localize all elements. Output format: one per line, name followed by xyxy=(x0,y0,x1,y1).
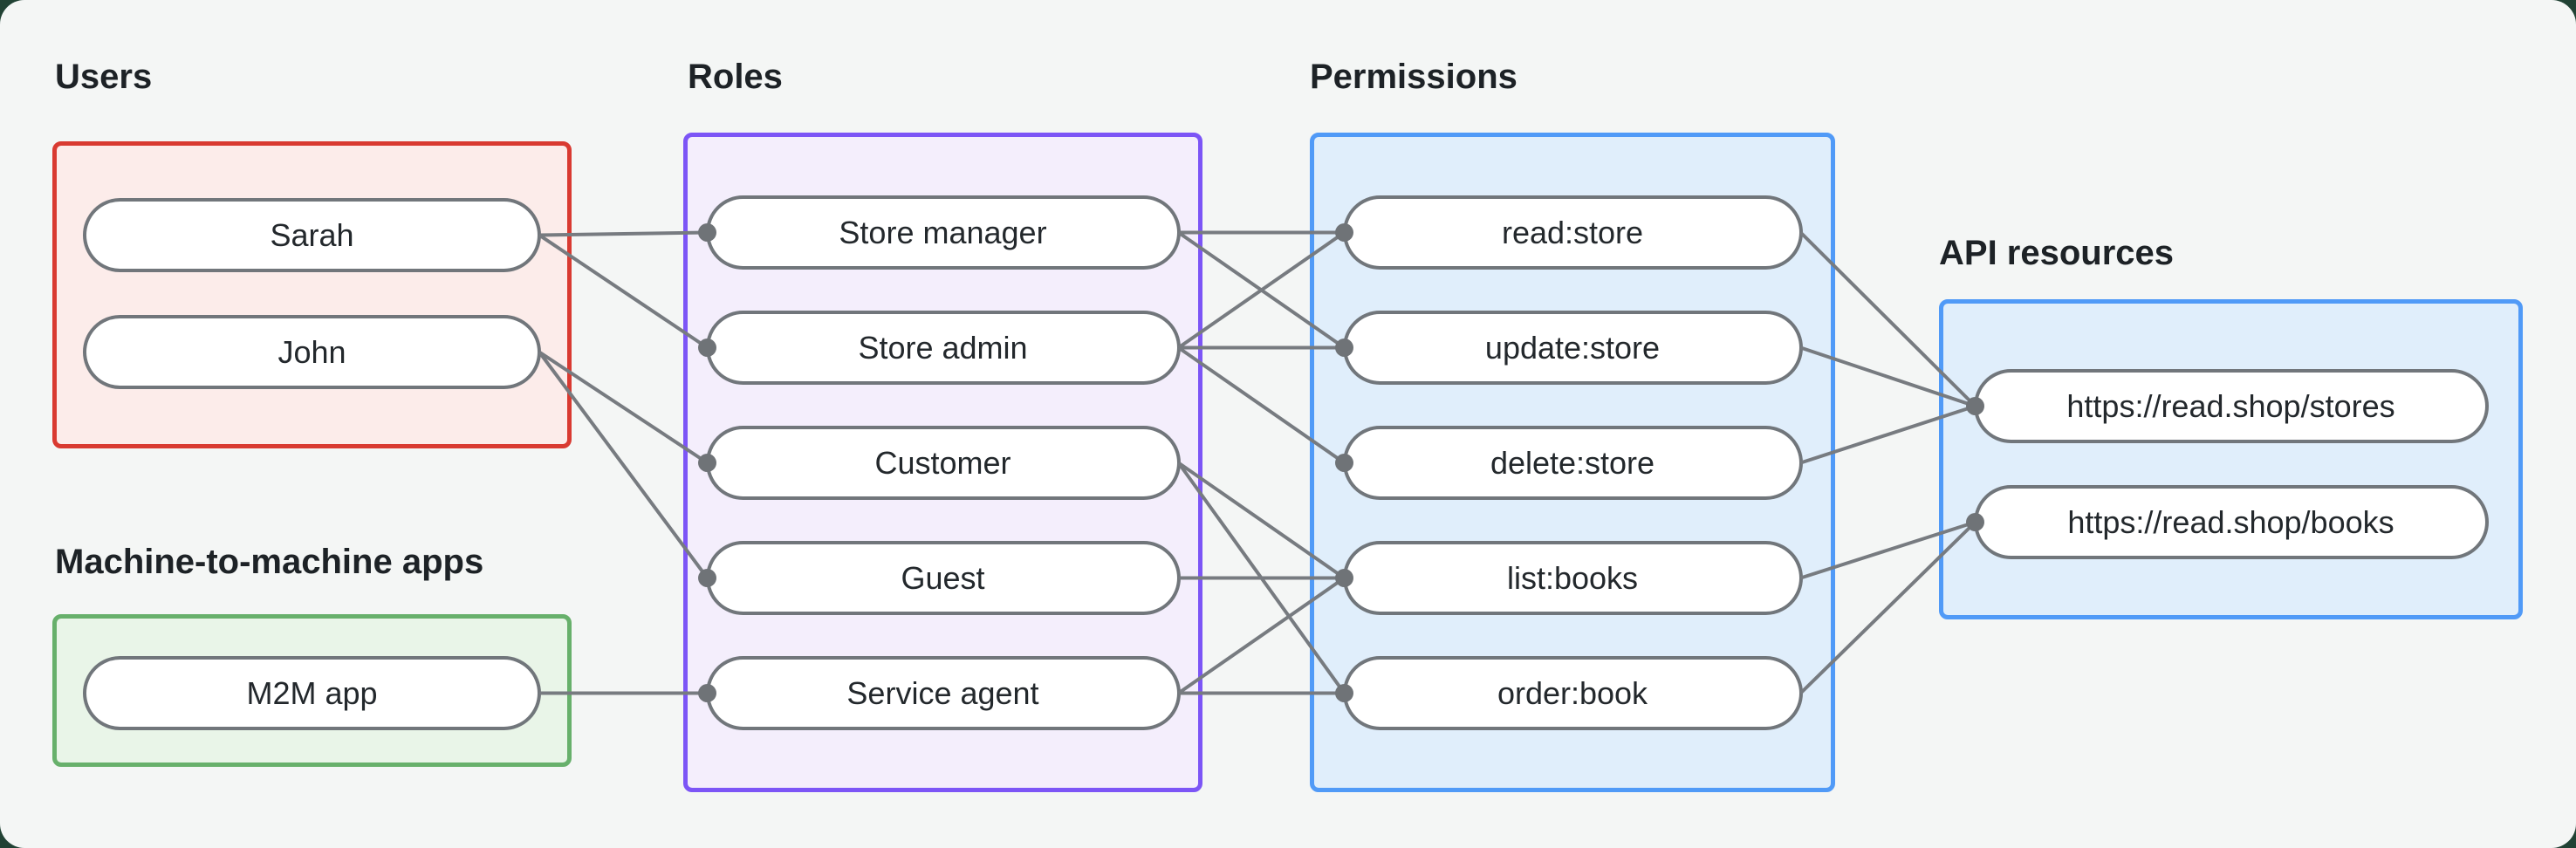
node-pill-service_agent: Service agent xyxy=(705,656,1181,730)
node-label: https://read.shop/books xyxy=(2067,503,2394,540)
node-pill-stores: https://read.shop/stores xyxy=(1973,369,2489,443)
node-label: M2M app xyxy=(246,674,378,711)
node-pill-m2m_app: M2M app xyxy=(83,656,541,730)
node-label: Guest xyxy=(901,559,985,596)
api-resources-group-label: API resources xyxy=(1939,234,2175,272)
node-label: Sarah xyxy=(270,216,354,253)
users-group-label: Users xyxy=(55,58,153,96)
node-label: update:store xyxy=(1484,329,1661,366)
node-label: Store admin xyxy=(858,329,1028,366)
node-pill-sarah: Sarah xyxy=(83,198,541,272)
node-pill-books: https://read.shop/books xyxy=(1973,485,2489,559)
node-label: Customer xyxy=(874,444,1011,481)
node-label: John xyxy=(277,333,346,370)
node-pill-customer: Customer xyxy=(705,426,1181,500)
node-label: read:store xyxy=(1501,214,1644,250)
node-label: https://read.shop/stores xyxy=(2066,387,2395,424)
node-pill-delete_store: delete:store xyxy=(1342,426,1803,500)
permissions-group-label: Permissions xyxy=(1310,58,1518,96)
permissions-group-box: read:store update:store delete:store list:b… xyxy=(1310,133,1835,792)
m2m-group-box: M2M app xyxy=(52,614,572,767)
node-pill-update_store: update:store xyxy=(1342,311,1803,385)
node-label: list:books xyxy=(1506,559,1639,596)
node-pill-guest: Guest xyxy=(705,541,1181,615)
node-label: delete:store xyxy=(1490,444,1655,481)
api-resources-group-box: https://read.shop/stores https://read.sho… xyxy=(1939,299,2523,619)
m2m-group-label: Machine-to-machine apps xyxy=(55,543,484,581)
node-label: Service agent xyxy=(846,674,1039,711)
node-pill-order_book: order:book xyxy=(1342,656,1803,730)
node-label: Store manager xyxy=(839,214,1047,250)
node-pill-read_store: read:store xyxy=(1342,195,1803,270)
node-pill-store_admin: Store admin xyxy=(705,311,1181,385)
node-pill-store_manager: Store manager xyxy=(705,195,1181,270)
roles-group-label: Roles xyxy=(688,58,783,96)
node-pill-list_books: list:books xyxy=(1342,541,1803,615)
node-label: order:book xyxy=(1497,674,1648,711)
node-pill-john: John xyxy=(83,315,541,389)
